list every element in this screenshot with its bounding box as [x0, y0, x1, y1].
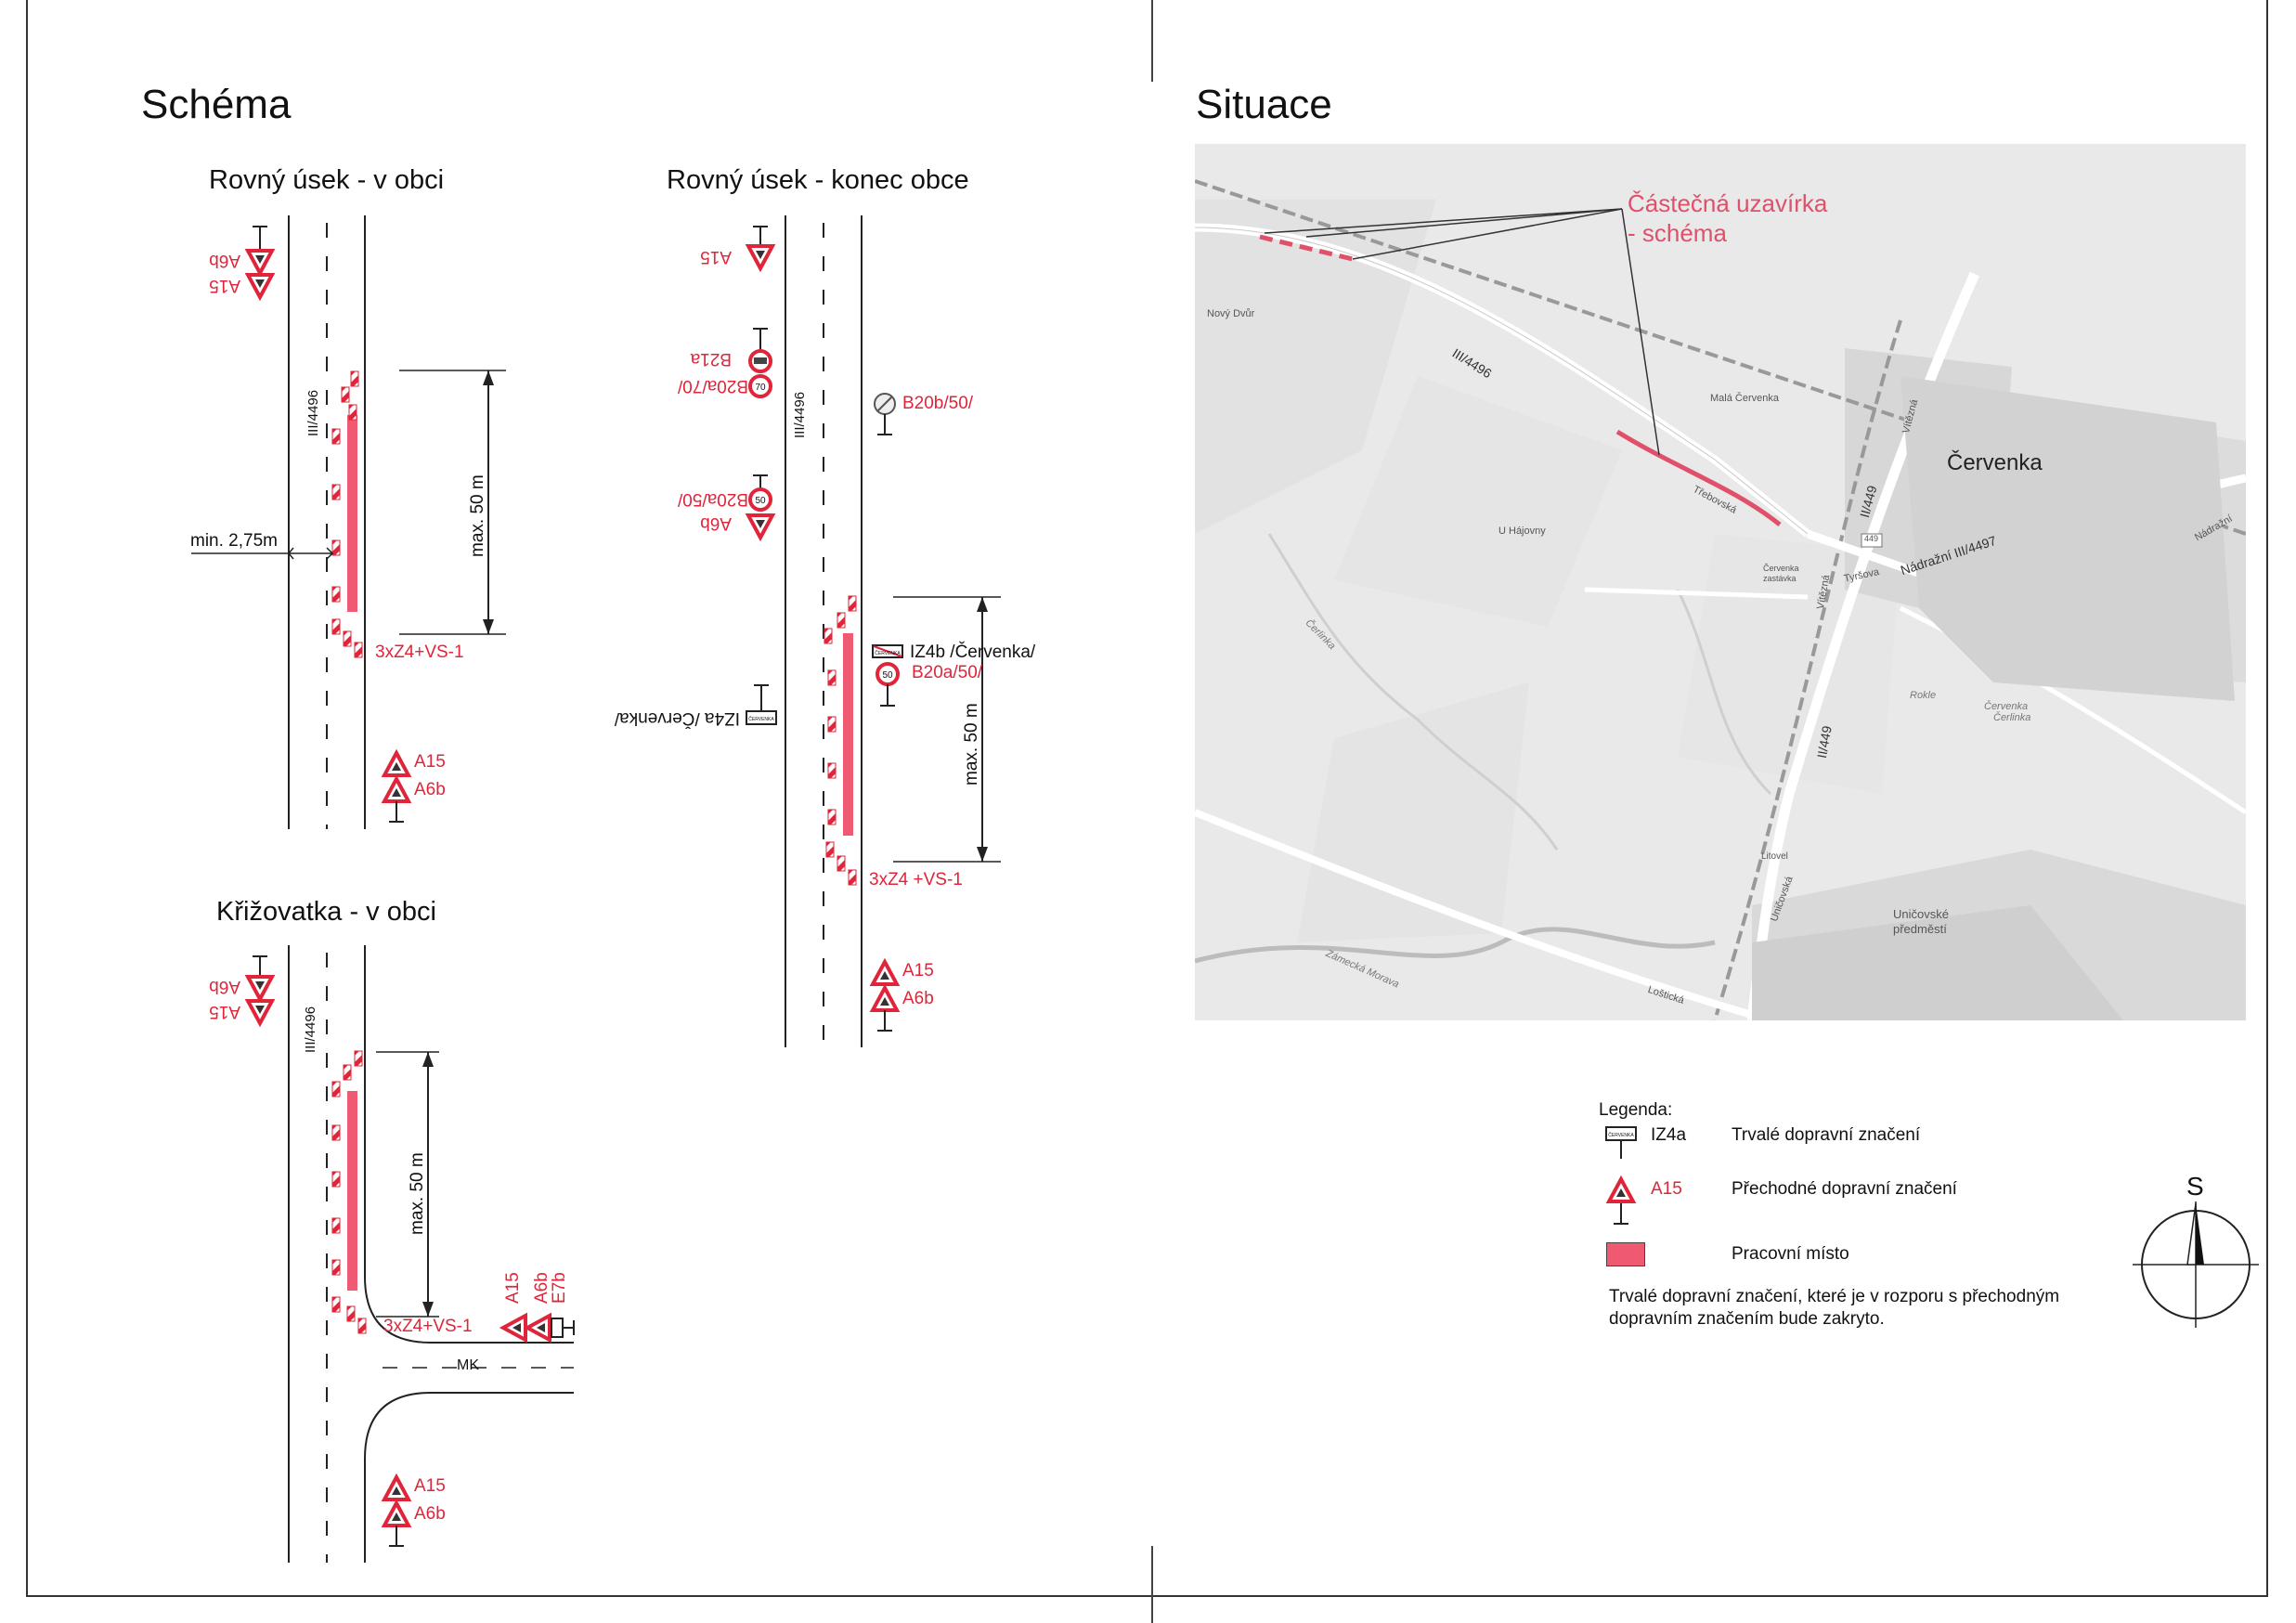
- section1-road-label: III/4496: [305, 389, 321, 436]
- place-cervenka-small: Červenka: [1984, 701, 2029, 712]
- section3-end-signs: 3xZ4+VS-1: [383, 1317, 473, 1336]
- scheme-title: Schéma: [141, 82, 292, 127]
- section2-sign-iz4b: IZ4b /Červenka/: [910, 643, 1036, 662]
- place-litovel: Litovel: [1761, 851, 1788, 862]
- sign-50-value: 50: [755, 496, 766, 506]
- iz4a-plate-text: ČERVENKA: [748, 716, 774, 722]
- map-callout-line2: - schéma: [1628, 219, 1727, 247]
- section2-sign-b20a50-right: B20a/50/: [912, 663, 983, 682]
- section3-bottom-sign-a6b: A6b: [414, 1504, 446, 1524]
- north-arrow-icon: [2133, 1201, 2259, 1328]
- section1-top-sign-a15: A15: [209, 276, 240, 295]
- section2-road: [746, 215, 1001, 1047]
- section1-road: [191, 215, 506, 829]
- legend-text-permanent: Trvalé dopravní značení: [1732, 1125, 1921, 1145]
- section3-heading: Křižovatka - v obci: [216, 897, 436, 927]
- legend-symbols: ČERVENKA: [1605, 1126, 1637, 1225]
- sign-50-value-right: 50: [882, 670, 893, 681]
- section1-top-sign-a6b: A6b: [209, 251, 240, 270]
- section2-work-zone: [843, 633, 853, 836]
- section3-top-sign-a15: A15: [209, 1002, 240, 1021]
- place-cervenka-zastavka-2: zastávka: [1763, 574, 1797, 583]
- map-callout-line1: Částečná uzavírka: [1628, 189, 1828, 217]
- section2-road-label: III/4496: [792, 391, 808, 438]
- fold-line-top: [1151, 0, 1153, 82]
- section3-work-zone: [347, 1091, 357, 1291]
- legend-plate-text: ČERVENKA: [1608, 1132, 1634, 1138]
- scheme-drawing: 70 50 50 ČERVENKA ČERVENKA: [191, 215, 1001, 1563]
- section2-bottom-sign-a15: A15: [902, 961, 934, 980]
- sheet-frame: [26, 0, 2268, 1597]
- place-unicovske-1: Uničovské: [1893, 907, 1949, 921]
- section2-sign-b20b: B20b/50/: [902, 394, 974, 413]
- section3-side-sign-a15: A15: [503, 1272, 523, 1304]
- section2-heading: Rovný úsek - konec obce: [667, 165, 969, 195]
- place-mala-cervenka: Malá Červenka: [1710, 393, 1779, 404]
- situation-title: Situace: [1196, 82, 1332, 127]
- legend-note-line2: dopravním značením bude zakryto.: [1609, 1309, 1885, 1329]
- section1-max-length: max. 50 m: [468, 474, 487, 557]
- legend-work-zone-swatch: [1606, 1242, 1645, 1266]
- section3-top-sign-a6b: A6b: [209, 977, 240, 996]
- section1-end-signs: 3xZ4+VS-1: [375, 643, 464, 662]
- section1-bottom-sign-a15: A15: [414, 752, 446, 772]
- section2-sign-b21a: B21a: [690, 349, 732, 369]
- section2-sign-b20a50: B20a/50/: [677, 489, 748, 509]
- north-label: S: [2186, 1172, 2204, 1201]
- section1-work-zone: [347, 415, 357, 612]
- section3-bottom-sign-a15: A15: [414, 1476, 446, 1496]
- legend-code-iz4a: IZ4a: [1651, 1125, 1687, 1145]
- fold-line-bottom: [1151, 1546, 1153, 1623]
- section2-bottom-sign-a6b: A6b: [902, 989, 934, 1008]
- section2-sign-iz4a: IZ4a /Červenka/: [614, 708, 740, 728]
- place-novy-dvur: Nový Dvůr: [1207, 308, 1255, 319]
- place-u-hajovny: U Hájovny: [1498, 526, 1546, 537]
- section3-road: [246, 945, 575, 1563]
- situation-map[interactable]: Částečná uzavírka - schéma Nový Dvůr Mal…: [1195, 144, 2246, 1020]
- section2-end-signs: 3xZ4 +VS-1: [869, 870, 963, 889]
- section3-side-road: MK: [457, 1357, 479, 1373]
- legend-text-work-zone: Pracovní místo: [1732, 1244, 1849, 1264]
- stream-cerlinka-2: Čerlinka: [1993, 712, 2031, 723]
- section1-min-width: min. 2,75m: [190, 531, 278, 551]
- section2-sign-a6b: A6b: [700, 513, 732, 533]
- road-shield-449: 449: [1864, 534, 1879, 543]
- section2-max-length: max. 50 m: [962, 703, 981, 786]
- section2-top-sign-a15: A15: [700, 247, 732, 266]
- section2-sign-b20a70: B20a/70/: [677, 376, 748, 396]
- section1-bottom-sign-a6b: A6b: [414, 780, 446, 799]
- legend-text-temporary: Přechodné dopravní značení: [1732, 1179, 1957, 1199]
- section1-heading: Rovný úsek - v obci: [209, 165, 445, 195]
- section3-side-sign-e7b: E7b: [550, 1272, 569, 1304]
- legend-title: Legenda:: [1599, 1100, 1673, 1120]
- place-rokle: Rokle: [1910, 690, 1937, 701]
- place-unicovske-2: předměstí: [1893, 922, 1947, 936]
- legend-code-a15: A15: [1651, 1179, 1682, 1199]
- sign-70-value: 70: [755, 383, 766, 393]
- iz4b-plate-text: ČERVENKA: [875, 650, 901, 656]
- section3-max-length: max. 50 m: [408, 1152, 427, 1235]
- legend-note-line1: Trvalé dopravní značení, které je v rozp…: [1609, 1287, 2060, 1306]
- map-graphics: [1195, 144, 2246, 1020]
- section3-road-label: III/4496: [303, 1006, 318, 1053]
- place-cervenka-zastavka-1: Červenka: [1763, 564, 1799, 573]
- place-cervenka: Červenka: [1947, 450, 2043, 475]
